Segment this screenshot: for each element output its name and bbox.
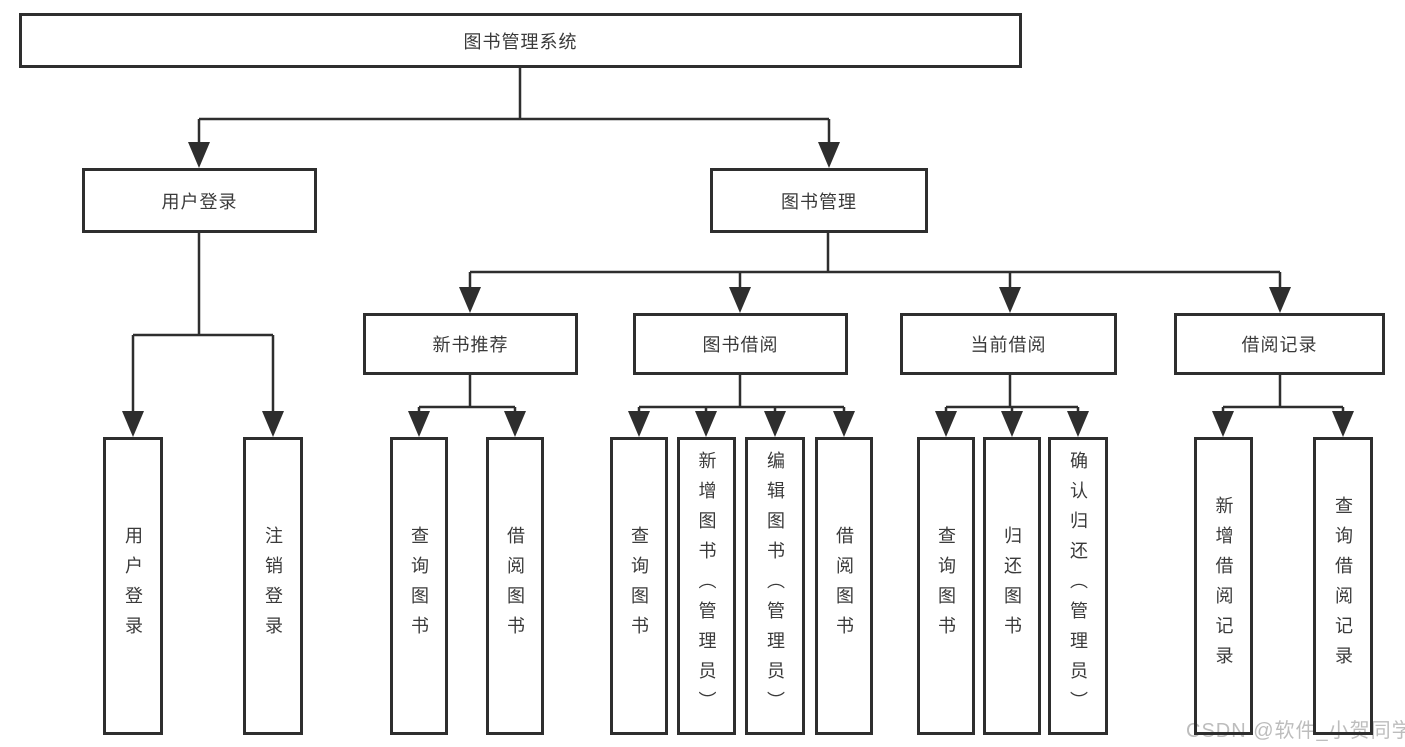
leaf-add-book-admin: 新增图书（管理员） (677, 437, 736, 735)
leaf-query-borrow-record: 查询借阅记录 (1313, 437, 1373, 735)
leaf-label: 编辑图书（管理员） (765, 451, 785, 721)
arrow-down-icon (729, 287, 751, 313)
connector-book-borrow-children (628, 375, 855, 437)
connector-current-borrow-children (935, 375, 1089, 437)
leaf-label: 注销登录 (263, 526, 283, 646)
connector-line (1221, 375, 1345, 414)
connector-borrow-record-children (1212, 375, 1354, 437)
arrow-down-icon (935, 411, 957, 437)
arrow-down-icon (188, 142, 210, 168)
leaf-label: 用户登录 (123, 526, 143, 646)
arrow-down-icon (628, 411, 650, 437)
arrow-down-icon (459, 287, 481, 313)
connector-line (197, 68, 831, 144)
leaf-label: 查询图书 (936, 526, 956, 646)
arrow-down-icon (695, 411, 717, 437)
leaf-query-books-current: 查询图书 (917, 437, 975, 735)
csdn-watermark: CSDN @软件_小贺同学 (1186, 720, 1405, 742)
leaf-label: 查询图书 (629, 526, 649, 646)
arrow-down-icon (1269, 287, 1291, 313)
node-borrow-record: 借阅记录 (1174, 313, 1385, 375)
node-label: 图书借阅 (702, 335, 779, 355)
leaf-label: 查询图书 (409, 526, 429, 646)
arrow-down-icon (999, 287, 1021, 313)
arrow-down-icon (818, 142, 840, 168)
node-label: 新书推荐 (432, 335, 509, 355)
arrow-down-icon (262, 411, 284, 437)
leaf-label: 归还图书 (1002, 526, 1022, 646)
node-book-borrow: 图书借阅 (633, 313, 848, 375)
connector-book-management-groups (459, 233, 1291, 313)
node-new-book-recommend: 新书推荐 (363, 313, 578, 375)
leaf-label: 借阅图书 (834, 526, 854, 646)
node-user-login: 用户登录 (82, 168, 317, 233)
leaf-label: 新增图书（管理员） (696, 451, 717, 721)
arrow-down-icon (1212, 411, 1234, 437)
leaf-user-login: 用户登录 (103, 437, 163, 735)
arrow-down-icon (122, 411, 144, 437)
arrow-down-icon (504, 411, 526, 437)
arrow-down-icon (408, 411, 430, 437)
arrow-down-icon (1001, 411, 1023, 437)
node-label: 当前借阅 (970, 335, 1047, 355)
leaf-borrow-books: 借阅图书 (815, 437, 873, 735)
connector-line (417, 375, 517, 414)
node-current-borrow: 当前借阅 (900, 313, 1117, 375)
arrow-down-icon (1332, 411, 1354, 437)
leaf-label: 新增借阅记录 (1213, 496, 1234, 676)
connector-new-book-recommend-children (408, 375, 526, 437)
leaf-return-books: 归还图书 (983, 437, 1041, 735)
connector-line (468, 233, 1282, 289)
leaf-query-books-borrow: 查询图书 (610, 437, 668, 735)
leaf-add-borrow-record: 新增借阅记录 (1194, 437, 1253, 735)
node-label: 图书管理系统 (463, 31, 578, 52)
leaf-confirm-return-admin: 确认归还（管理员） (1048, 437, 1108, 735)
node-book-management: 图书管理 (710, 168, 928, 233)
leaf-label: 借阅图书 (505, 526, 525, 646)
connector-line (131, 233, 275, 413)
leaf-edit-book-admin: 编辑图书（管理员） (745, 437, 805, 735)
leaf-query-books-recommend: 查询图书 (390, 437, 448, 735)
leaf-logout: 注销登录 (243, 437, 303, 735)
arrow-down-icon (1067, 411, 1089, 437)
node-library-system: 图书管理系统 (19, 13, 1022, 68)
arrow-down-icon (764, 411, 786, 437)
connector-user-login-children (122, 233, 284, 437)
connector-line (637, 375, 846, 414)
node-label: 借阅记录 (1241, 335, 1318, 355)
node-label: 图书管理 (781, 191, 857, 212)
connector-root-to-branches (188, 68, 840, 168)
connector-line (944, 375, 1080, 414)
leaf-borrow-books-recommend: 借阅图书 (486, 437, 544, 735)
arrow-down-icon (833, 411, 855, 437)
node-label: 用户登录 (161, 191, 238, 212)
leaf-label: 查询借阅记录 (1333, 496, 1353, 676)
leaf-label: 确认归还（管理员） (1068, 451, 1088, 721)
